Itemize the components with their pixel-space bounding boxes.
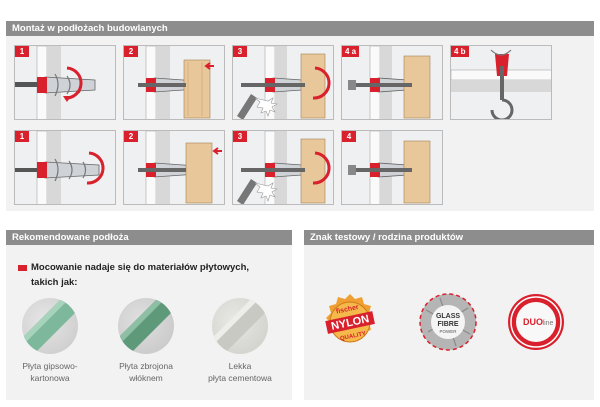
install-step-1b: 1	[14, 130, 116, 205]
svg-text:FIBRE: FIBRE	[438, 321, 459, 328]
marks-section-header: Znak testowy / rodzina produktów	[304, 230, 594, 245]
duoline-seal-icon: DUO line	[508, 294, 564, 350]
install-step-4: 4	[341, 130, 443, 205]
material-cement-board-label: Lekka płyta cementowa	[208, 361, 272, 383]
svg-text:fischer: fischer	[335, 304, 359, 316]
glass-fibre-seal-icon: GLASS FIBRE POWER	[419, 293, 477, 351]
material-gypsum-label: Płyta gipsowo- kartonowa	[22, 361, 78, 383]
surfaces-section-header: Rekomendowane podłoża	[6, 230, 292, 245]
install-step-3b: 3	[232, 130, 334, 205]
step-number: 2	[124, 46, 138, 57]
step-number: 4	[342, 131, 356, 142]
surfaces-intro: Mocowanie nadaje się do materiałów płyto…	[31, 260, 281, 290]
step-number: 4 b	[451, 46, 469, 57]
install-step-4b: 4 b	[450, 45, 552, 120]
install-step-2b: 2	[123, 130, 225, 205]
step-illustration	[124, 46, 224, 119]
svg-text:POWER: POWER	[439, 329, 457, 334]
material-gypsum: Płyta gipsowo- kartonowa	[18, 298, 82, 384]
step-number: 3	[233, 131, 247, 142]
step-number: 2	[124, 131, 138, 142]
install-section-title: Montaż w podłożach budowlanych	[12, 23, 168, 34]
marks-section-title: Znak testowy / rodzina produktów	[310, 232, 464, 243]
svg-text:line: line	[543, 320, 554, 327]
svg-text:QUALITY: QUALITY	[340, 331, 367, 342]
step-number: 3	[233, 46, 247, 57]
step-illustration	[15, 131, 115, 204]
install-step-1a: 1	[14, 45, 116, 120]
step-number: 1	[15, 46, 29, 57]
glass-fibre-badge: GLASS FIBRE POWER	[418, 292, 478, 352]
install-step-4a: 4 a	[341, 45, 443, 120]
step-illustration	[15, 46, 115, 119]
step-illustration	[124, 131, 224, 204]
step-illustration	[233, 46, 333, 119]
surfaces-intro-line2: takich jak:	[31, 277, 78, 288]
material-fiber-board: Płyta zbrojona włóknem	[114, 298, 178, 384]
nylon-quality-seal-icon: fischer NYLON QUALITY	[325, 294, 375, 343]
bullet-square	[18, 265, 27, 271]
nylon-quality-badge: fischer NYLON QUALITY	[320, 292, 380, 352]
duoline-badge: DUO line	[506, 292, 566, 352]
material-cement-board: Lekka płyta cementowa	[208, 298, 272, 384]
step-illustration	[451, 46, 551, 119]
step-illustration	[342, 131, 442, 204]
svg-text:GLASS: GLASS	[436, 313, 460, 320]
material-gypsum-image	[22, 298, 78, 354]
surfaces-intro-line1: Mocowanie nadaje się do materiałów płyto…	[31, 262, 250, 273]
step-illustration	[233, 131, 333, 204]
surfaces-section-title: Rekomendowane podłoża	[12, 232, 129, 243]
step-illustration	[342, 46, 442, 119]
install-step-2a: 2	[123, 45, 225, 120]
step-number: 4 a	[342, 46, 360, 57]
material-cement-board-image	[212, 298, 268, 354]
material-fiber-board-label: Płyta zbrojona włóknem	[119, 361, 173, 383]
step-number: 1	[15, 131, 29, 142]
install-step-3a: 3	[232, 45, 334, 120]
install-section-header: Montaż w podłożach budowlanych	[6, 21, 594, 36]
svg-text:DUO: DUO	[523, 317, 543, 327]
material-fiber-board-image	[118, 298, 174, 354]
